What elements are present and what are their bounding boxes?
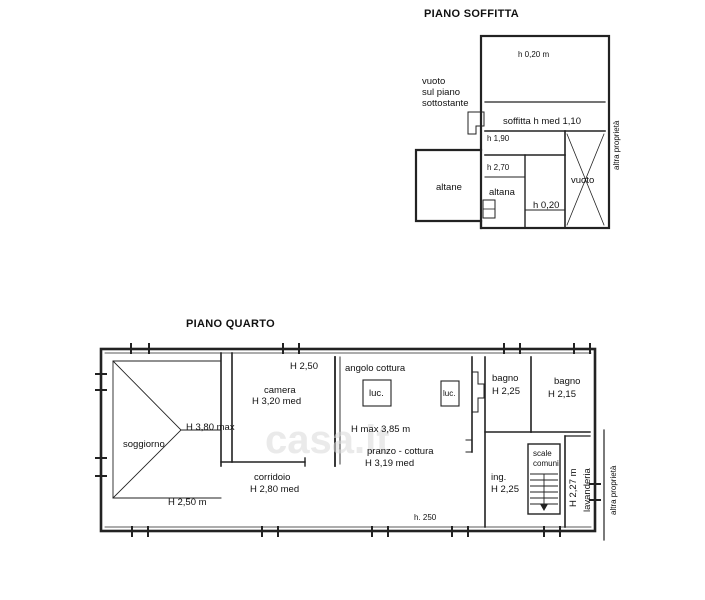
window-jambs-left (95, 373, 107, 477)
attic-vuoto-right: vuoto (571, 175, 595, 186)
window-jambs-right (589, 483, 601, 501)
label-soggiorno: soggiorno (123, 439, 165, 450)
label-bagno-1-h: H 2,25 (492, 386, 520, 397)
label-angolo-cottura: angolo cottura (345, 363, 406, 374)
fourth-altra-proprieta: altra proprietà (609, 465, 618, 515)
void-cross-line (566, 133, 605, 226)
attic-h190: h 1,90 (487, 134, 510, 143)
roof-slope-line (112, 429, 182, 499)
label-luc-1: luc. (369, 388, 384, 399)
label-camera: camera (264, 385, 296, 396)
label-bagno-1: bagno (492, 373, 519, 384)
label-lavanderia-h: H 2,27 m (568, 468, 579, 507)
altane-wall (414, 148, 483, 223)
label-h380: H 3,80 max (186, 422, 235, 433)
window-jambs-bottom (131, 526, 561, 537)
label-h250-top: H 2,50 (290, 361, 318, 372)
label-corridoio: corridoio (254, 472, 291, 483)
label-comuni: comuni (533, 459, 559, 468)
internal-stair (471, 371, 485, 413)
attic-title: PIANO SOFFITTA (424, 8, 520, 20)
label-camera-h: H 3,20 med (252, 396, 302, 407)
label-h250-bottom: H 2,50 m (168, 497, 207, 508)
attic-altra-proprieta: altra proprietà (612, 120, 621, 170)
attic-soffitta: soffitta h med 1,10 (503, 116, 581, 127)
label-luc-2: luc. (443, 389, 456, 398)
attic-plan (414, 34, 611, 230)
label-bagno-2: bagno (554, 376, 581, 387)
attic-altana: altana (489, 187, 515, 198)
attic-altane: altane (436, 182, 462, 193)
fourth-title: PIANO QUARTO (186, 318, 275, 330)
stair-block (527, 443, 561, 515)
label-corridoio-h: H 2,80 med (250, 484, 300, 495)
watermark: casa.it (265, 418, 390, 462)
label-bagno-2-h: H 2,15 (548, 389, 576, 400)
stair-arrow-icon (540, 504, 548, 511)
label-scale: scale (533, 449, 552, 458)
attic-vuoto-left: vuoto (422, 76, 446, 87)
internal-stair-step (465, 439, 473, 453)
label-h250-small: h. 250 (414, 513, 437, 522)
attic-sul-piano: sul piano (422, 87, 461, 98)
label-lavanderia: lavanderia (582, 468, 593, 512)
label-ing-h: H 2,25 (491, 484, 519, 495)
label-ing: ing. (491, 472, 507, 483)
fourth-floor-plan (95, 343, 605, 541)
fourth-outer-wall (99, 347, 597, 533)
window-jambs-top (130, 343, 591, 354)
attic-h020: h 0,20 (533, 200, 560, 211)
roof-slope-line (112, 360, 182, 431)
attic-h-top: h 0,20 m (518, 50, 550, 59)
skylight-box (362, 379, 392, 407)
label-pranzo: pranzo - cottura (367, 446, 434, 457)
label-hmax385: H max 3,85 m (351, 424, 411, 435)
attic-h270: h 2,70 (487, 163, 510, 172)
attic-step (467, 111, 485, 135)
label-pranzo-h: H 3,19 med (365, 458, 415, 469)
attic-sottostante: sottostante (422, 98, 469, 109)
skylight-box (440, 380, 460, 407)
